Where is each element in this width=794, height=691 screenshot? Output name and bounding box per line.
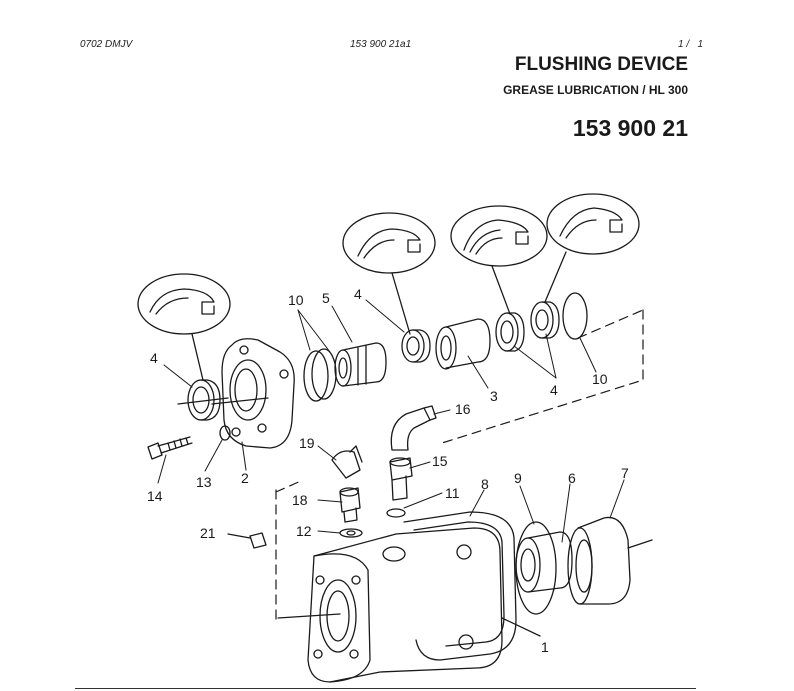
callout-19: 19 [299,435,315,451]
page-title: FLUSHING DEVICE [514,54,688,75]
flange-plate [211,338,295,449]
callout-4-left: 4 [150,350,158,366]
seal-ring-right-1 [495,312,525,352]
assembly-axis-lines [275,309,644,621]
o-rings-left [303,348,337,402]
bushing-6 [515,531,573,593]
seal-detail-bubble-1 [137,273,231,381]
footer-rule [75,688,696,689]
sleeve [435,318,491,370]
washer [219,425,231,441]
callout-numbers: 1 2 3 4 4 4 5 6 7 8 9 10 10 11 12 13 14 … [147,286,629,655]
callout-6: 6 [568,470,576,486]
seal-detail-bubble-3 [450,205,548,315]
callout-13: 13 [196,474,212,490]
seal-ring-left [177,379,229,421]
housing-body [277,527,541,683]
callout-12: 12 [296,523,312,539]
callout-7: 7 [621,465,629,481]
o-ring-right [562,292,588,340]
seal-ring-middle [401,329,431,363]
bushing [334,342,387,387]
doc-code: 0702 DMJV [80,39,133,50]
page-indicator: 1 / 1 [678,39,704,50]
plug-21 [227,532,267,549]
callout-4-right: 4 [550,382,558,398]
seal-detail-bubble-4 [544,193,640,303]
gasket-8 [403,511,517,661]
callout-16: 16 [455,401,471,417]
callout-14: 14 [147,488,163,504]
fitting-18 [339,487,361,523]
seal-ring-right-2 [530,301,560,339]
callout-4-middle: 4 [354,286,362,302]
adapter-fitting-15 [389,457,413,501]
callout-3: 3 [490,388,498,404]
callout-1: 1 [541,639,549,655]
callout-5: 5 [322,290,330,306]
washer-12 [339,528,363,538]
bolt [147,436,193,460]
callout-8: 8 [481,476,489,492]
o-ring-small [386,508,406,518]
callout-10-right: 10 [592,371,608,387]
callout-9: 9 [514,470,522,486]
drawing-number: 153 900 21a1 [350,39,412,50]
callout-21: 21 [200,525,216,541]
part-number: 153 900 21 [572,115,688,141]
callout-10-left: 10 [288,292,304,308]
seal-detail-bubble-2 [342,212,436,335]
callout-11: 11 [445,485,460,501]
page-subtitle: GREASE LUBRICATION / HL 300 [503,83,688,97]
leader-lines [157,299,625,543]
elbow-fitting-16 [390,405,437,451]
callout-15: 15 [432,453,448,469]
o-ring-large [515,521,557,615]
end-cap-7 [567,516,653,605]
callout-2: 2 [241,470,249,486]
elbow-fitting-19 [331,445,363,479]
callout-18: 18 [292,492,308,508]
